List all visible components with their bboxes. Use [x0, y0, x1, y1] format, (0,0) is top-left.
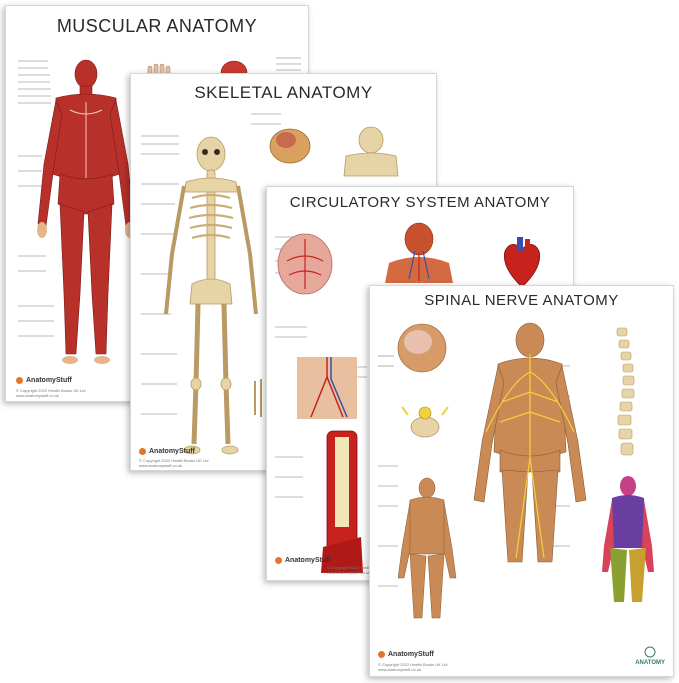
anatomystuff-logo-icon: [378, 651, 385, 658]
anatomystuff-logo-icon: [139, 448, 146, 455]
anatomy-logo: ANATOMY: [635, 646, 665, 666]
anatomy-logo-icon: [644, 646, 656, 658]
anatomystuff-logo-icon: [275, 557, 282, 564]
skull-side-illustration: [269, 128, 311, 164]
back-nerves-figure-illustration: [473, 322, 587, 563]
pelvis-vessels-illustration: [297, 357, 357, 419]
head-torso-circulatory-illustration: [385, 222, 453, 283]
artery-cross-section-illustration: [321, 430, 363, 573]
brand-logo: AnatomyStuff: [139, 448, 195, 455]
poster-title: MUSCULAR ANATOMY: [56, 16, 258, 36]
head-nerve-illustration: [397, 323, 447, 373]
skeleton-illustration: [164, 136, 258, 455]
dermatome-figure-illustration: [602, 476, 654, 602]
front-nerves-figure-illustration: [397, 477, 457, 619]
heart-illustration: [503, 237, 541, 288]
muscular-figure-illustration: [37, 59, 135, 364]
spine-lateral-illustration: [616, 327, 635, 456]
vertebra-cross-section-illustration: [401, 406, 449, 438]
brand-logo: AnatomyStuff: [16, 377, 72, 384]
anatomystuff-logo-icon: [16, 377, 23, 384]
brand-logo: AnatomyStuff: [378, 651, 434, 658]
brand-logo: AnatomyStuff: [275, 557, 331, 564]
copyright-text: © Copyright 2022 Health Books UK Ltd www…: [378, 662, 448, 672]
poster-title: SPINAL NERVE ANATOMY: [424, 292, 619, 309]
copyright-text: © Copyright 2022 Health Books UK Ltd www…: [139, 458, 209, 468]
label-lines: [141, 113, 281, 415]
skeleton-posterior-illustration: [343, 126, 399, 177]
spinal-nerve-anatomy-poster: SPINAL NERVE ANATOMY: [369, 285, 674, 677]
poster-title: CIRCULATORY SYSTEM ANATOMY: [289, 194, 551, 211]
label-lines: [18, 57, 301, 337]
copyright-text: © Copyright 2022 Health Books UK Ltd www…: [16, 388, 86, 398]
brain-vessels-illustration: [277, 233, 333, 295]
copyright-text: © Copyright 2022 Health Books UK Ltd www…: [327, 565, 397, 575]
poster-title: SKELETAL ANATOMY: [194, 83, 373, 102]
